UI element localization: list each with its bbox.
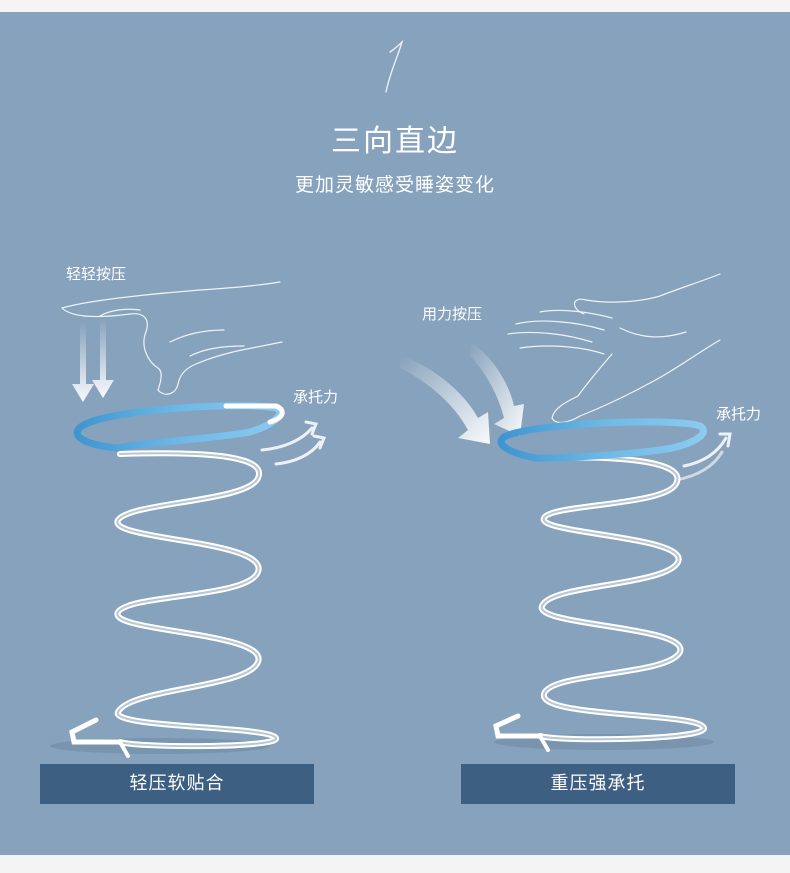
light-press-label: 轻轻按压 bbox=[66, 265, 127, 283]
section-number bbox=[385, 39, 404, 93]
hand-icon bbox=[61, 281, 283, 395]
curved-arrows-icon bbox=[260, 420, 327, 466]
caption-heavy-press: 重压强承托 bbox=[461, 764, 735, 804]
page-title: 三向直边 bbox=[331, 124, 459, 159]
caption-light-press: 轻压软贴合 bbox=[40, 764, 314, 804]
bottom-strip bbox=[0, 855, 790, 873]
heavy-press-label: 用力按压 bbox=[422, 305, 483, 323]
curved-arrows-icon bbox=[674, 432, 732, 482]
top-strip bbox=[0, 0, 790, 12]
support-label-right: 承托力 bbox=[716, 405, 762, 423]
spring-icon bbox=[50, 402, 285, 758]
feature-panel: 三向直边 更加灵敏感受睡姿变化 轻轻按压 承托力 用力按压 承托力 轻压软贴合 … bbox=[0, 12, 790, 855]
spring-icon bbox=[493, 418, 714, 752]
support-label-left: 承托力 bbox=[293, 388, 339, 406]
page-subtitle: 更加灵敏感受睡姿变化 bbox=[294, 174, 495, 196]
illustration bbox=[50, 273, 732, 758]
down-arrows-icon bbox=[400, 342, 524, 444]
down-arrows-icon bbox=[72, 318, 114, 402]
hand-icon bbox=[507, 273, 721, 424]
